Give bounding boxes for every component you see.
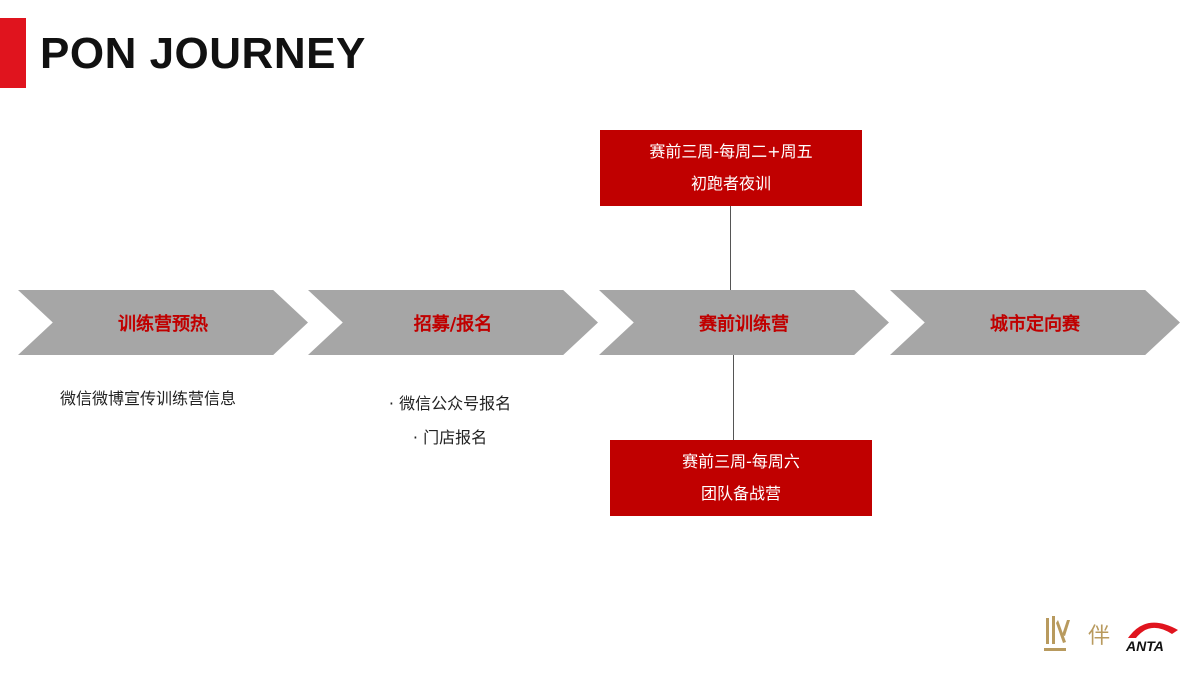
step2-description-line: · 门店报名 bbox=[412, 428, 488, 447]
logo-area: 伴 ANTA bbox=[1040, 612, 1180, 662]
callout-bottom-line: 团队备战营 bbox=[700, 484, 781, 503]
anta-swoosh-icon bbox=[1128, 622, 1178, 638]
timeline-step-warmup bbox=[18, 290, 308, 355]
partner-logo-icon bbox=[1044, 616, 1070, 651]
step2-description-line: · 微信公众号报名 bbox=[388, 394, 512, 413]
step1-description: 微信微博宣传训练营信息 bbox=[60, 389, 237, 408]
top-connector-line bbox=[730, 206, 731, 290]
callout-bottom-line: 赛前三周-每周六 bbox=[682, 452, 800, 471]
timeline-step-race bbox=[890, 290, 1180, 355]
timeline-step-signup bbox=[308, 290, 598, 355]
page-title: PON JOURNEY bbox=[40, 29, 366, 78]
anta-wordmark: ANTA bbox=[1126, 638, 1164, 654]
step2-description: · 微信公众号报名 · 门店报名 bbox=[380, 387, 520, 455]
partner-character: 伴 bbox=[1088, 624, 1111, 649]
bottom-connector-line bbox=[733, 355, 734, 440]
timeline-step-label: 赛前训练营 bbox=[699, 313, 789, 335]
callout-top-line: 赛前三周-每周二+周五 bbox=[649, 142, 813, 161]
callout-bottom: 赛前三周-每周六 团队备战营 bbox=[610, 440, 872, 516]
title-accent-bar bbox=[0, 18, 26, 88]
timeline-step-training bbox=[599, 290, 889, 355]
timeline-step-label: 训练营预热 bbox=[118, 313, 208, 335]
callout-top: 赛前三周-每周二+周五 初跑者夜训 bbox=[600, 130, 862, 206]
callout-top-line: 初跑者夜训 bbox=[690, 174, 771, 193]
anta-logo-icon: ANTA bbox=[1126, 616, 1180, 660]
timeline-step-label: 城市定向赛 bbox=[990, 313, 1080, 335]
timeline-step-label: 招募/报名 bbox=[413, 313, 493, 335]
